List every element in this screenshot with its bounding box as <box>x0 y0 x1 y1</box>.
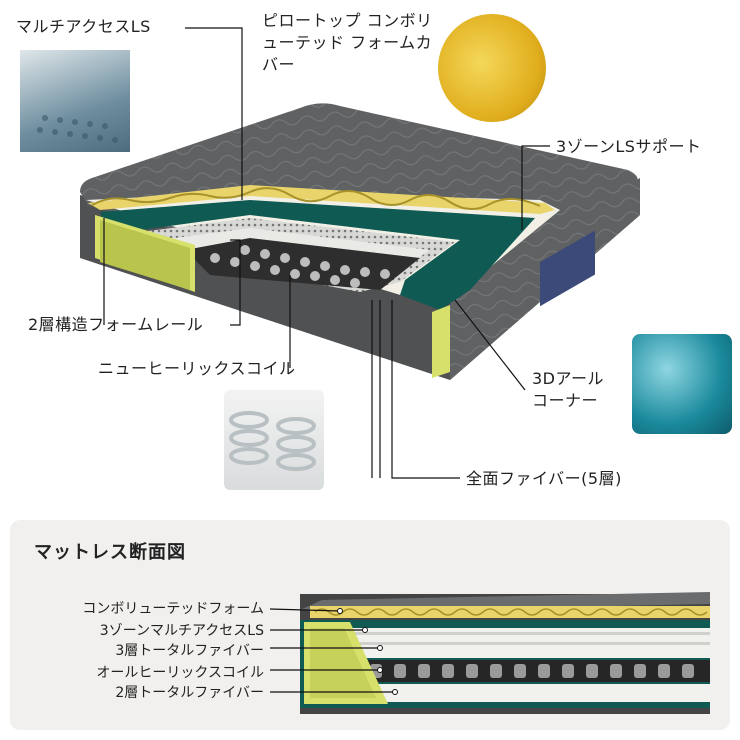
label-full-fiber: 全面ファイバー(5層) <box>466 469 622 488</box>
section-layer-convoluted-foam: コンボリューテッドフォーム <box>82 601 264 617</box>
section-layer-3-layer-fiber: 3層トータルファイバー <box>115 643 264 659</box>
convoluted-foam-thumbnail <box>438 14 546 122</box>
mattress-cutaway-illustration <box>80 103 640 380</box>
3d-corner-thumbnail <box>632 334 732 434</box>
brand-tag <box>540 230 595 307</box>
section-layer-3-zone-multi-access: 3ゾーンマルチアクセスLS <box>99 623 264 639</box>
label-multi-access-ls: マルチアクセスLS <box>16 17 151 36</box>
label-new-helix-coil: ニューヒーリックスコイル <box>98 359 296 378</box>
teal-support-layer <box>100 200 535 310</box>
section-layer-2-layer-fiber: 2層トータルファイバー <box>115 685 264 701</box>
leader-lines <box>103 27 550 479</box>
foam-rail-right <box>432 305 450 378</box>
multi-access-foam-thumbnail <box>20 50 130 152</box>
section-layer-all-helix-coil: オールヒーリックスコイル <box>96 665 264 681</box>
label-3d-corner: 3Dアール コーナー <box>532 369 605 410</box>
cross-section-panel: マットレス断面図 <box>10 520 730 730</box>
cross-section-diagram <box>269 592 710 714</box>
helix-coil-thumbnail <box>224 390 324 490</box>
label-2-layer-foam-rail: 2層構造フォームレール <box>28 315 204 334</box>
label-pillow-top: ピロートップ コンボリューテッド フォームカバー <box>262 11 433 74</box>
cross-section-title: マットレス断面図 <box>34 542 186 563</box>
label-3-zone-ls-support: 3ゾーンLSサポート <box>556 137 702 156</box>
